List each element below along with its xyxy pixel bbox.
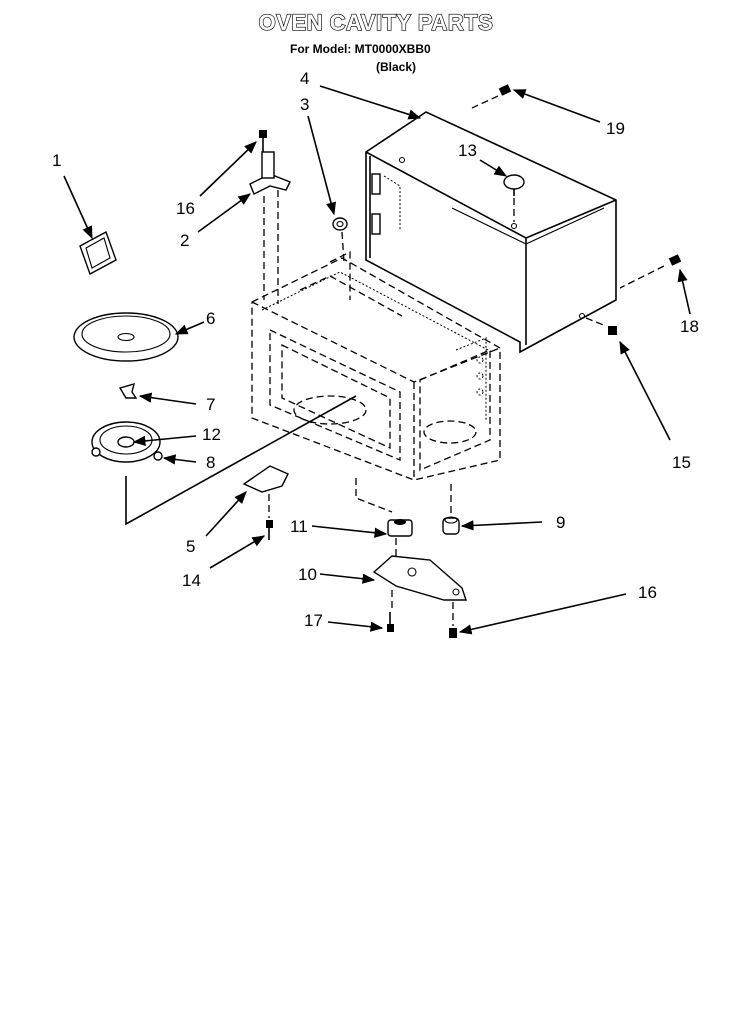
part-9-grommet — [442, 516, 460, 535]
callout-12: 12 — [202, 425, 221, 444]
part-17-screw — [387, 612, 394, 632]
callout-1: 1 — [52, 151, 61, 170]
callout-6: 6 — [206, 309, 215, 328]
callout-16-top: 16 — [176, 199, 195, 218]
part-5-bracket — [242, 465, 289, 493]
callout-4: 4 — [300, 69, 309, 88]
callout-2: 2 — [180, 231, 189, 250]
part-16-screw-bottom — [449, 628, 457, 638]
callout-13: 13 — [458, 141, 477, 160]
callout-17: 17 — [304, 611, 323, 630]
diagram-title: OVEN CAVITY PARTS — [258, 9, 494, 35]
callout-8: 8 — [206, 453, 215, 472]
part-12-roller-hub — [117, 436, 135, 448]
part-18-screw — [668, 254, 682, 266]
callout-15: 15 — [672, 453, 691, 472]
callout-5: 5 — [186, 537, 195, 556]
callout-11: 11 — [290, 517, 308, 536]
callout-10: 10 — [298, 565, 317, 584]
callout-14: 14 — [182, 571, 201, 590]
part-14-screw — [266, 520, 273, 540]
oven-cavity-body — [251, 250, 501, 481]
model-label: For Model: MT0000XBB0 — [290, 42, 431, 56]
part-2-bracket — [249, 151, 291, 195]
part-13-knob — [503, 174, 525, 196]
part-3-grommet — [332, 217, 348, 231]
part-6-turntable-tray — [73, 312, 179, 362]
part-19-screw — [498, 84, 512, 96]
callout-18: 18 — [680, 317, 699, 336]
callout-16-bottom: 16 — [638, 583, 657, 602]
part-10-motor-bracket — [372, 555, 467, 601]
part-1-waveguide-cover — [79, 230, 117, 276]
part-15-screw — [608, 326, 617, 335]
outer-cabinet-wrapper — [365, 111, 617, 354]
color-label: (Black) — [376, 60, 417, 74]
leader-lines — [63, 85, 691, 635]
callout-9: 9 — [556, 513, 565, 532]
callout-19: 19 — [606, 119, 625, 138]
part-7-coupler — [118, 382, 138, 399]
callout-7: 7 — [206, 395, 215, 414]
part-16-screw-top — [259, 130, 267, 152]
callout-3: 3 — [300, 95, 309, 114]
part-11-turntable-motor — [387, 519, 413, 537]
